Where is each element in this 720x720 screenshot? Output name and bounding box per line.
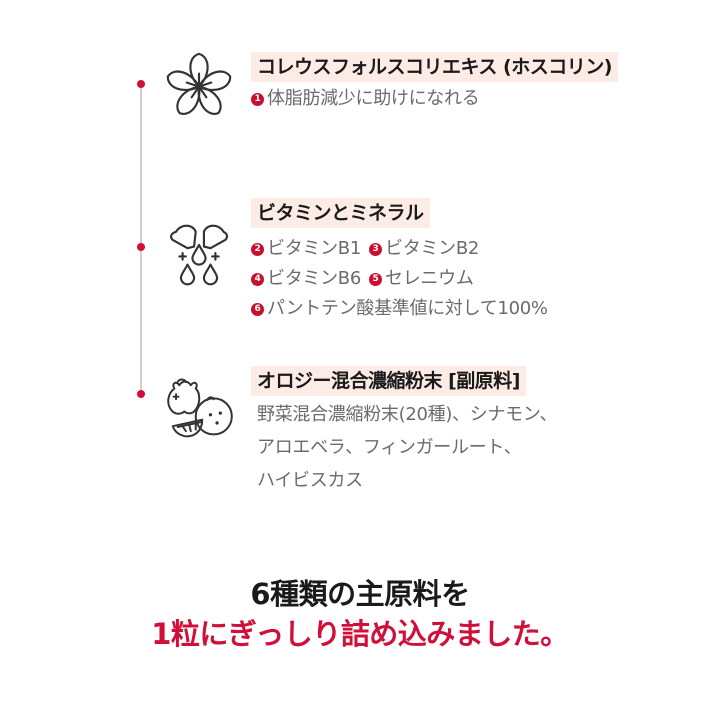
section-title: オロジー混合濃縮粉末 [副原料]	[251, 366, 526, 396]
headline-line-2-text: 1粒にぎっしり詰め込みました。	[151, 617, 569, 651]
ingredient-item: 6 パントテン酸基準値に対して100%	[251, 294, 548, 324]
timeline-dot	[137, 390, 145, 398]
headline-line-2-wrap: 1粒にぎっしり詰め込みました。	[0, 614, 720, 654]
capsule-drops-icon	[158, 208, 240, 290]
item-line: 2 ビタミンB1 3 ビタミンB2	[251, 234, 556, 264]
section-forskolin: コレウスフォルスコリエキス (ホスコリン) 1 体脂肪減少に助けになれる	[251, 52, 618, 114]
headline-line-1: 6種類の主原料を	[250, 577, 470, 611]
ingredient-text: ビタミンB1	[267, 238, 362, 259]
flower-icon	[158, 44, 240, 126]
ingredient-text: セレニウム	[385, 268, 474, 289]
section-title: ビタミンとミネラル	[251, 198, 430, 228]
sub-ingredient-line: ハイビスカス	[257, 470, 363, 491]
timeline-dot	[137, 243, 145, 251]
ingredient-text: パントテン酸基準値に対して100%	[267, 298, 548, 319]
number-badge: 6	[251, 302, 264, 316]
number-badge: 4	[251, 272, 264, 286]
ingredient-item: 2 ビタミンB1	[251, 234, 361, 264]
timeline-line	[140, 84, 142, 395]
headline-line-2: 1粒にぎっしり詰め込みました。	[147, 614, 573, 654]
ingredient-text: ビタミンB6	[267, 268, 362, 289]
ingredient-text: ビタミンB2	[385, 238, 480, 259]
section-ology-powder: オロジー混合濃縮粉末 [副原料] 野菜混合濃縮粉末(20種)、シナモン、 アロエ…	[251, 366, 557, 497]
ingredient-text: 体脂肪減少に助けになれる	[267, 88, 480, 109]
item-line: 6 パントテン酸基準値に対して100%	[251, 294, 556, 324]
sub-ingredient-line: アロエベラ、フィンガールート、	[257, 437, 522, 458]
ingredient-item: 4 ビタミンB6	[251, 264, 361, 294]
item-line: 4 ビタミンB6 5 セレニウム	[251, 264, 556, 294]
ingredient-item: 3 ビタミンB2	[369, 234, 479, 264]
ingredient-item: 5 セレニウム	[369, 264, 474, 294]
section-title: コレウスフォルスコリエキス (ホスコリン)	[251, 52, 618, 82]
number-badge: 3	[369, 242, 383, 256]
section-vitamins-minerals: ビタミンとミネラル 2 ビタミンB1 3 ビタミンB2 4 ビタミンB6 5	[251, 198, 556, 324]
sub-ingredient-line: 野菜混合濃縮粉末(20種)、シナモン、	[257, 404, 558, 425]
fruits-icon	[158, 368, 240, 450]
ingredient-item: 1 体脂肪減少に助けになれる	[251, 84, 480, 114]
timeline-dot	[137, 80, 145, 88]
number-badge: 2	[251, 242, 264, 256]
item-line: 1 体脂肪減少に助けになれる	[251, 84, 618, 114]
number-badge: 5	[369, 272, 383, 286]
number-badge: 1	[251, 92, 264, 106]
